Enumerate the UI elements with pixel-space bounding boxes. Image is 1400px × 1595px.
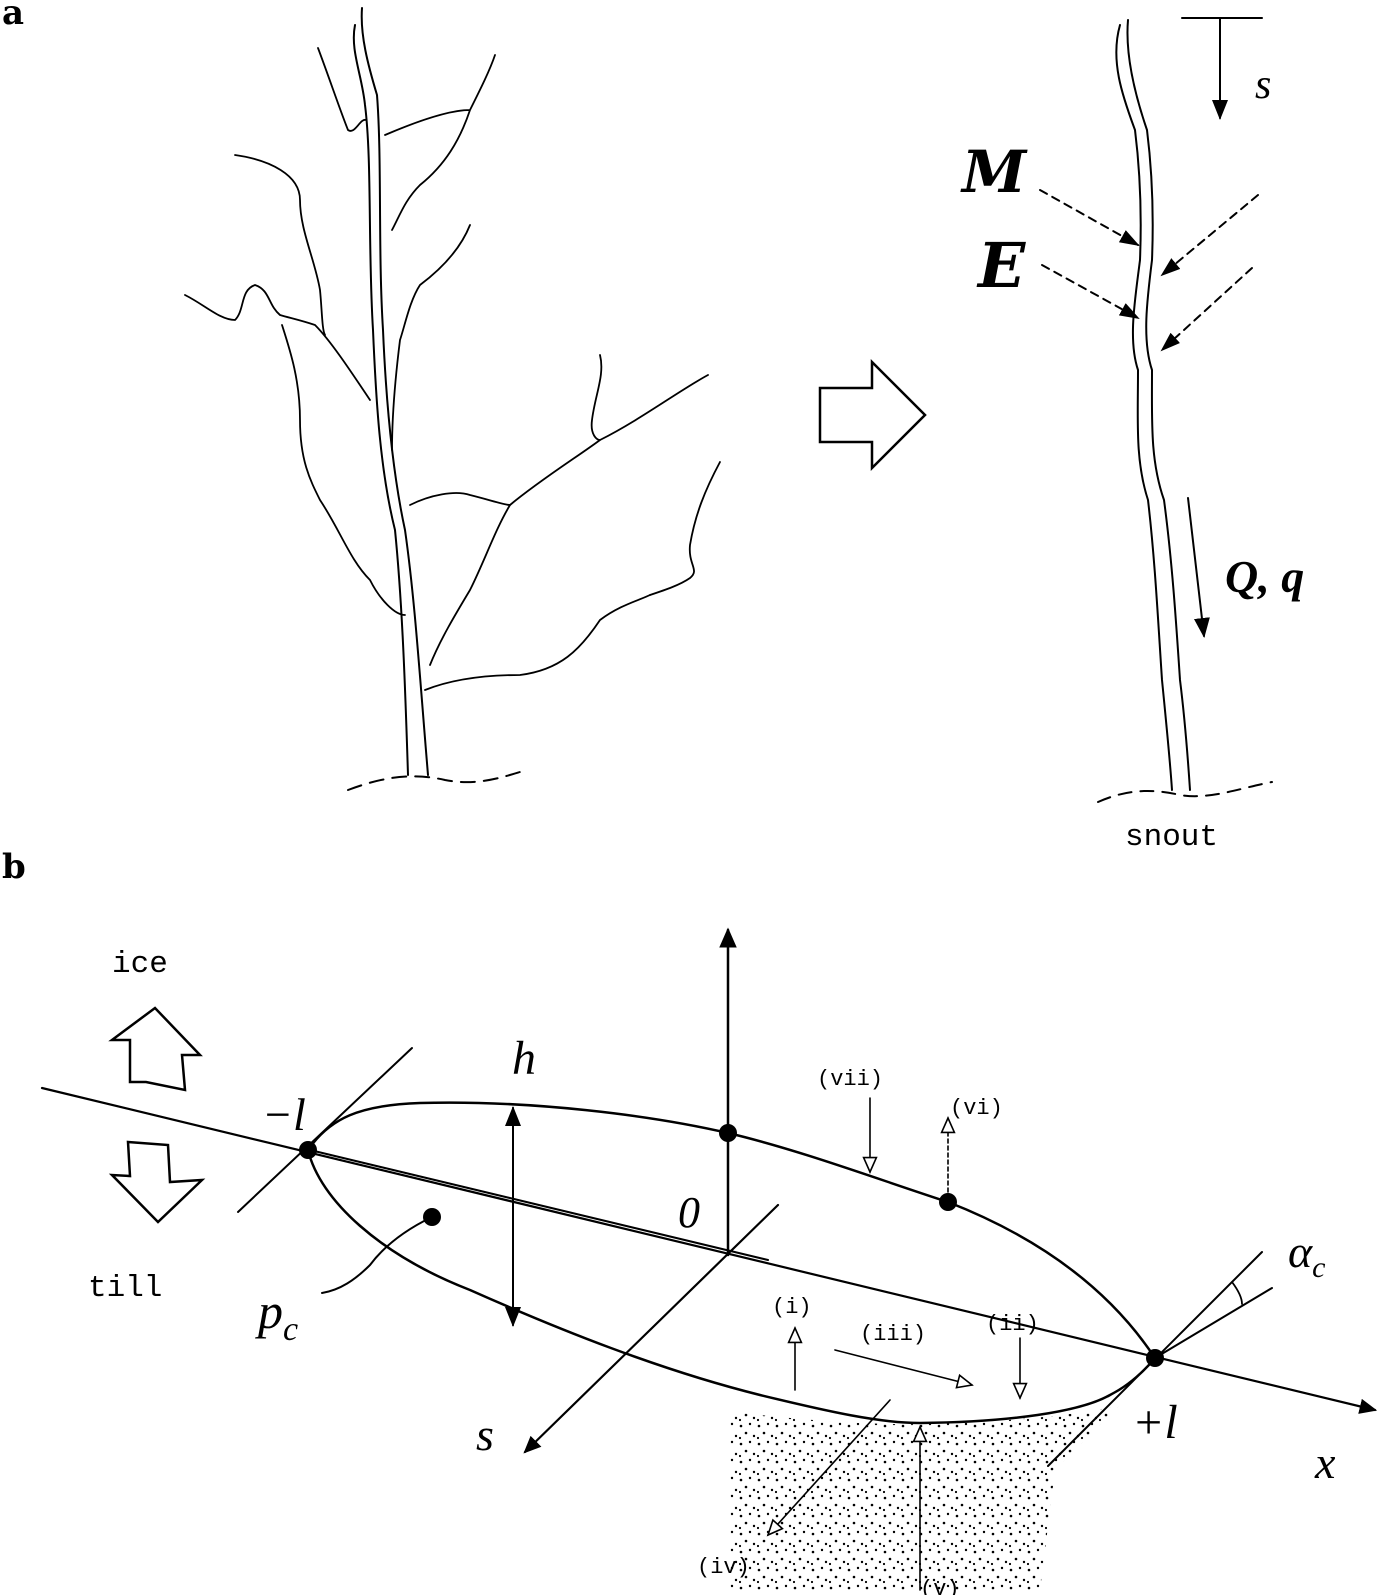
origin-top-point	[719, 1124, 737, 1142]
tributary	[590, 354, 709, 441]
tributary	[649, 461, 721, 596]
pc-subscript: c	[283, 1311, 298, 1348]
hollow-right-arrow-icon	[818, 358, 927, 472]
marker-i-label: (i)	[772, 1295, 812, 1320]
hollow-down-arrow-icon	[108, 1140, 206, 1224]
simplified-channel	[1097, 19, 1273, 803]
tributary	[409, 439, 601, 506]
s-label-b: s	[476, 1409, 494, 1460]
marker-iii-label: (iii)	[860, 1322, 926, 1347]
tributary	[234, 154, 326, 336]
marker-v-label: (v)	[920, 1577, 960, 1595]
left-tip-tangent	[237, 1047, 413, 1213]
panel-b-label: b	[2, 847, 26, 887]
tributary	[281, 324, 406, 616]
hollow-up-arrow-icon	[108, 1006, 203, 1092]
tributary	[184, 284, 371, 401]
m-label: M	[960, 138, 1028, 206]
e-input-arrow-right	[1160, 267, 1253, 352]
s-axis	[523, 1203, 780, 1454]
h-label: h	[512, 1032, 536, 1085]
simplified-channel-left-bank	[1115, 24, 1173, 791]
tributary	[384, 54, 496, 231]
e-label: E	[976, 229, 1026, 302]
q-label: Q, q	[1225, 551, 1304, 602]
surface-point	[939, 1193, 957, 1211]
zero-label: 0	[678, 1188, 700, 1237]
panel-a: a s	[2, 0, 1304, 855]
left-tip-point	[299, 1141, 317, 1159]
till-label: till	[88, 1271, 162, 1306]
till-stipple-region	[730, 1405, 1120, 1590]
plus-l-label: +l	[1132, 1396, 1178, 1449]
ground-line-left	[347, 771, 521, 791]
tributary	[317, 47, 367, 132]
right-tip-point	[1146, 1349, 1164, 1367]
panel-b: b ice till	[2, 847, 1378, 1595]
alpha-main: α	[1288, 1226, 1313, 1277]
pc-main: p	[255, 1283, 283, 1339]
tributary	[429, 504, 511, 666]
pc-label: pc	[255, 1283, 298, 1348]
main-channel-right-bank	[360, 7, 429, 776]
arrow-iv	[766, 1399, 891, 1537]
x-axis	[40, 1086, 1378, 1414]
minus-l-label: −l	[262, 1089, 306, 1140]
e-input-arrow-left	[1041, 264, 1140, 319]
snout-label: snout	[1125, 820, 1218, 855]
ground-line-right	[1097, 781, 1273, 803]
ice-label: ice	[112, 947, 168, 982]
reference-line	[309, 1149, 769, 1261]
x-label: x	[1314, 1437, 1336, 1488]
marker-ii-label: (ii)	[986, 1312, 1039, 1337]
marker-vii-label: (vii)	[817, 1067, 883, 1092]
m-input-arrow-left	[1039, 189, 1140, 246]
alpha-c-label: αc	[1288, 1226, 1325, 1284]
tributary	[391, 224, 471, 451]
marker-iv-label: (iv)	[697, 1555, 750, 1580]
tributary	[424, 594, 651, 691]
discharge-arrow	[1187, 497, 1210, 638]
drainage-network	[184, 7, 721, 791]
simplified-channel-right-bank	[1126, 19, 1191, 791]
panel-a-label: a	[2, 0, 24, 33]
s-label-a: s	[1255, 62, 1271, 108]
contact-angle-arc	[1231, 1281, 1243, 1305]
main-channel-left-bank	[352, 24, 409, 776]
contact-angle-line	[1154, 1287, 1273, 1359]
pc-leader	[321, 1216, 433, 1294]
arrow-iii	[834, 1349, 974, 1389]
alpha-subscript: c	[1312, 1251, 1325, 1284]
cavity-lower-boundary	[306, 1148, 1157, 1425]
marker-vi-label: (vi)	[950, 1096, 1003, 1121]
m-input-arrow-right	[1160, 194, 1259, 277]
